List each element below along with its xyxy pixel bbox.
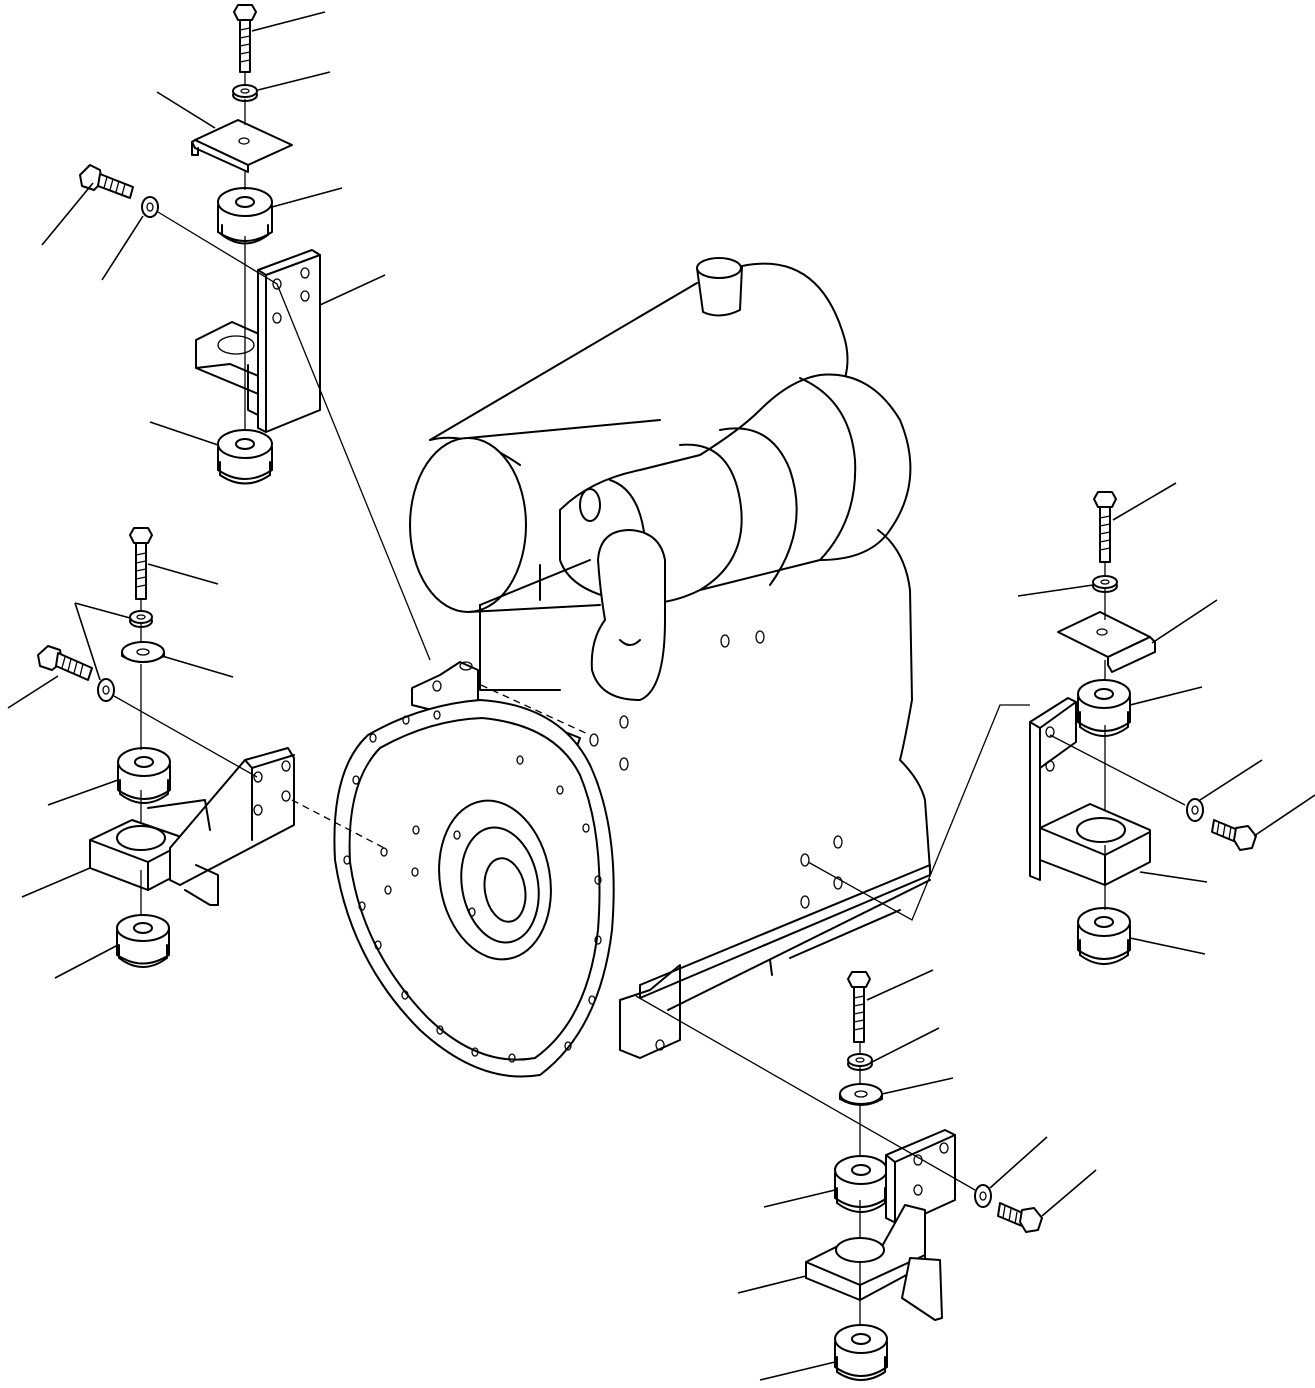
rubber-cushion-right-top	[1077, 679, 1131, 737]
spacer-washer-lower-right	[839, 1083, 883, 1106]
bolt-middle-left	[129, 527, 153, 600]
bolt-lower-right	[847, 971, 871, 1043]
engine-block	[409, 257, 931, 1059]
spacer-washer-middle-left	[121, 641, 165, 663]
flywheel-housing	[333, 699, 615, 1078]
rubber-cushion-middle-left-bottom	[116, 914, 170, 968]
side-washer-upper-left	[141, 196, 159, 218]
rubber-cushion-right-bottom	[1077, 907, 1131, 965]
mount-right	[807, 491, 1257, 965]
bracket-right	[1029, 697, 1151, 886]
side-bolt-lower-right	[997, 1202, 1043, 1233]
side-washer-right	[1186, 798, 1204, 822]
bracket-upper-left	[195, 249, 321, 433]
rubber-cushion-middle-left-top	[117, 747, 171, 804]
side-bolt-upper-left	[79, 164, 134, 199]
leader-lines	[7, 11, 1315, 1381]
side-bolt-right	[1211, 819, 1257, 851]
rubber-cushion-upper-left-top	[217, 187, 273, 245]
mount-lower-right	[635, 971, 1043, 1381]
side-washer-middle-left	[97, 678, 115, 702]
bracket-middle-left	[89, 747, 295, 906]
side-washer-lower-right	[974, 1184, 992, 1208]
flywheel-bolt-holes	[343, 710, 602, 1063]
mount-middle-left	[37, 527, 389, 968]
rubber-cushion-lower-right-top	[834, 1155, 888, 1213]
engine-bolt-holes	[589, 630, 843, 1051]
retainer-plate-upper-left	[191, 119, 293, 173]
side-bolt-middle-left	[37, 645, 93, 681]
rubber-cushion-lower-right-bottom	[834, 1324, 888, 1381]
retainer-plate-right	[1057, 611, 1156, 673]
bolt-upper-left	[233, 4, 257, 73]
washer-upper-left	[232, 84, 258, 102]
bracket-lower-right	[805, 1129, 956, 1321]
bolt-right	[1093, 491, 1117, 563]
mount-upper-left	[79, 4, 431, 661]
rubber-cushion-upper-left-bottom	[217, 429, 273, 485]
